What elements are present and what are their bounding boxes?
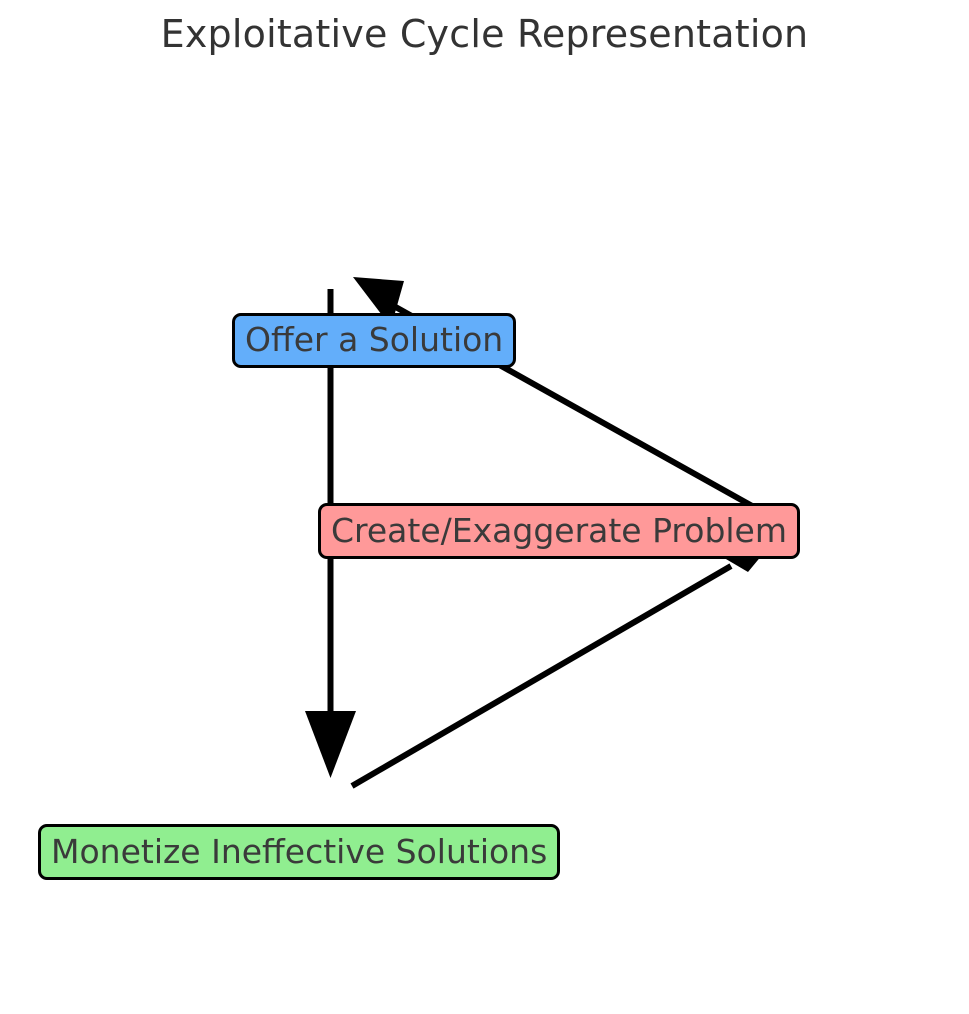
- edge-line-monetize-to-problem: [350, 563, 733, 789]
- node-create-problem[interactable]: Create/Exaggerate Problem: [318, 503, 800, 559]
- node-offer-solution-label: Offer a Solution: [245, 320, 504, 359]
- edge-monetize-to-problem: [350, 543, 772, 789]
- node-monetize-solutions[interactable]: Monetize Ineffective Solutions: [38, 824, 560, 880]
- node-create-problem-label: Create/Exaggerate Problem: [331, 510, 788, 550]
- node-offer-solution[interactable]: Offer a Solution: [232, 313, 516, 368]
- node-monetize-solutions-label: Monetize Ineffective Solutions: [51, 831, 548, 871]
- arrowhead-down-offer-to-monetize: [305, 711, 356, 778]
- page-title: Exploitative Cycle Representation: [160, 12, 809, 56]
